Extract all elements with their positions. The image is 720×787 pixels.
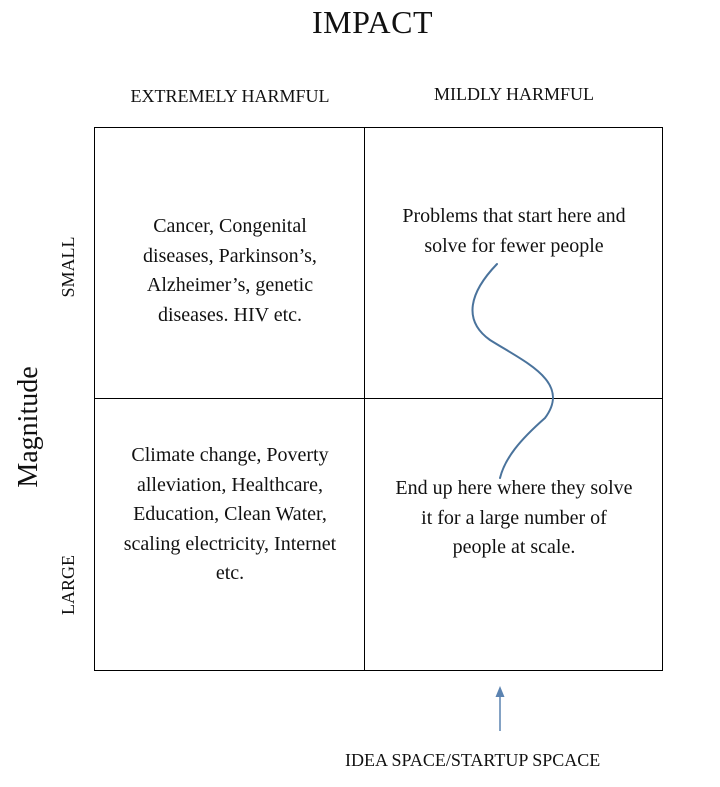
cell-line: Cancer, Congenital bbox=[153, 215, 307, 237]
cell-line: Climate change, Poverty bbox=[131, 444, 329, 466]
cell-line: Alzheimer’s, genetic bbox=[146, 274, 314, 296]
up-arrow-icon bbox=[495, 686, 505, 697]
column-header-mildly-harmful: MILDLY HARMFUL bbox=[433, 84, 595, 104]
cell-small-mildly-harmful: Problems that start here and solve for f… bbox=[365, 202, 663, 261]
cell-line: etc. bbox=[215, 562, 245, 584]
cell-small-extremely-harmful: Cancer, Congenital diseases, Parkinson’s… bbox=[95, 212, 365, 330]
cell-line: alleviation, Healthcare, bbox=[136, 473, 323, 496]
cell-line: Problems that start here and bbox=[402, 205, 626, 227]
row-label-small: SMALL bbox=[58, 236, 78, 298]
grid-horizontal-divider bbox=[94, 398, 663, 399]
idea-space-label: IDEA SPACE/STARTUP SPCACE bbox=[345, 750, 601, 770]
cell-line: End up here where they solve bbox=[395, 477, 633, 499]
cell-line: people at scale. bbox=[452, 536, 576, 558]
cell-line: diseases. HIV etc. bbox=[157, 303, 303, 326]
row-label-large: LARGE bbox=[58, 555, 78, 615]
cell-large-mildly-harmful: End up here where they solve it for a la… bbox=[365, 474, 663, 563]
cell-line: scaling electricity, Internet bbox=[123, 532, 337, 555]
quadrant-grid bbox=[94, 127, 663, 671]
cell-line: it for a large number of bbox=[421, 506, 607, 529]
cell-large-extremely-harmful: Climate change, Poverty alleviation, Hea… bbox=[95, 441, 365, 589]
cell-line: Education, Clean Water, bbox=[133, 503, 327, 525]
y-axis-label: Magnitude bbox=[13, 366, 44, 488]
cell-line: solve for fewer people bbox=[424, 234, 604, 257]
diagram-title: IMPACT bbox=[312, 4, 433, 40]
grid-vertical-divider bbox=[364, 127, 365, 671]
cell-line: diseases, Parkinson’s, bbox=[143, 244, 317, 267]
column-header-extremely-harmful: EXTREMELY HARMFUL bbox=[130, 86, 330, 106]
